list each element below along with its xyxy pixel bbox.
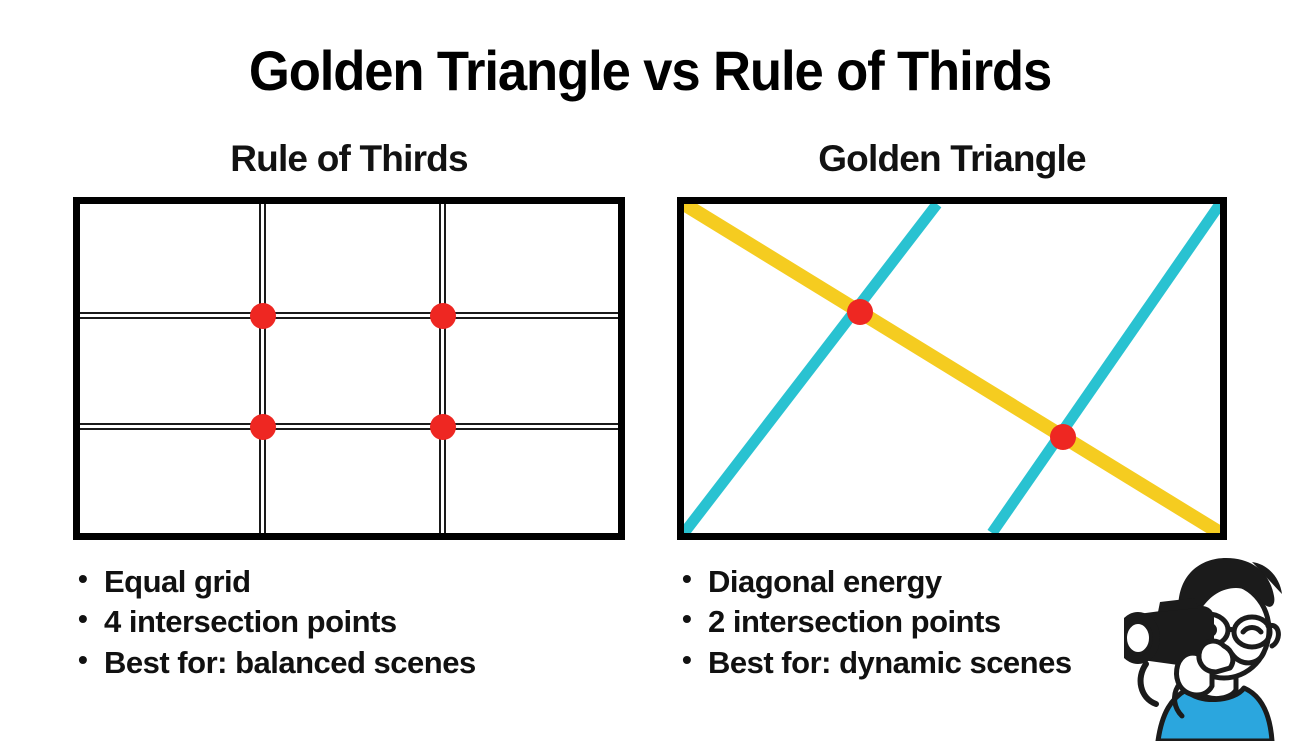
- mascot-camera-strap: [1137, 661, 1159, 707]
- rule-of-thirds-grid: [80, 204, 618, 533]
- diagram-frame-rule-of-thirds: [73, 197, 625, 540]
- page-title: Golden Triangle vs Rule of Thirds: [248, 39, 1052, 102]
- triangle-intersection-dot-1: [847, 299, 873, 325]
- diagram-frame-golden-triangle: [677, 197, 1227, 540]
- triangle-intersection-dot-2: [1050, 424, 1076, 450]
- golden-triangle-diagram: [684, 204, 1220, 533]
- list-item: Equal grid: [78, 561, 638, 602]
- intersection-dot-bottom-left: [250, 414, 276, 440]
- list-item: Diagonal energy: [682, 561, 1212, 602]
- bullet-list-rule-of-thirds: Equal grid 4 intersection points Best fo…: [78, 561, 638, 683]
- bullet-list-golden-triangle: Diagonal energy 2 intersection points Be…: [682, 561, 1212, 683]
- list-item: Best for: dynamic scenes: [682, 642, 1212, 683]
- grid-line-horizontal-1: [80, 312, 618, 319]
- list-item: 2 intersection points: [682, 601, 1212, 642]
- mascot-hand-right: [1196, 638, 1236, 675]
- mascot-arm: [1172, 683, 1185, 719]
- intersection-dot-bottom-right: [430, 414, 456, 440]
- main-diagonal-line: [684, 204, 1220, 533]
- mascot-eye-wink: [1240, 625, 1264, 635]
- mascot-hair: [1178, 558, 1275, 622]
- grid-line-vertical-2: [439, 204, 446, 533]
- perpendicular-line-left: [684, 204, 942, 533]
- grid-line-horizontal-2: [80, 423, 618, 430]
- intersection-dot-top-right: [430, 303, 456, 329]
- perpendicular-line-right: [987, 204, 1220, 533]
- panel-title-golden-triangle: Golden Triangle: [818, 138, 1086, 179]
- list-item: Best for: balanced scenes: [78, 642, 638, 683]
- panel-title-rule-of-thirds: Rule of Thirds: [230, 138, 468, 179]
- list-item: 4 intersection points: [78, 601, 638, 642]
- intersection-dot-top-left: [250, 303, 276, 329]
- mascot-camera-prism: [1158, 598, 1198, 612]
- grid-line-vertical-1: [259, 204, 266, 533]
- golden-triangle-lines: [684, 204, 1220, 533]
- photographer-mascot-icon: [1124, 552, 1300, 741]
- mascot-hair-tuft: [1252, 562, 1282, 594]
